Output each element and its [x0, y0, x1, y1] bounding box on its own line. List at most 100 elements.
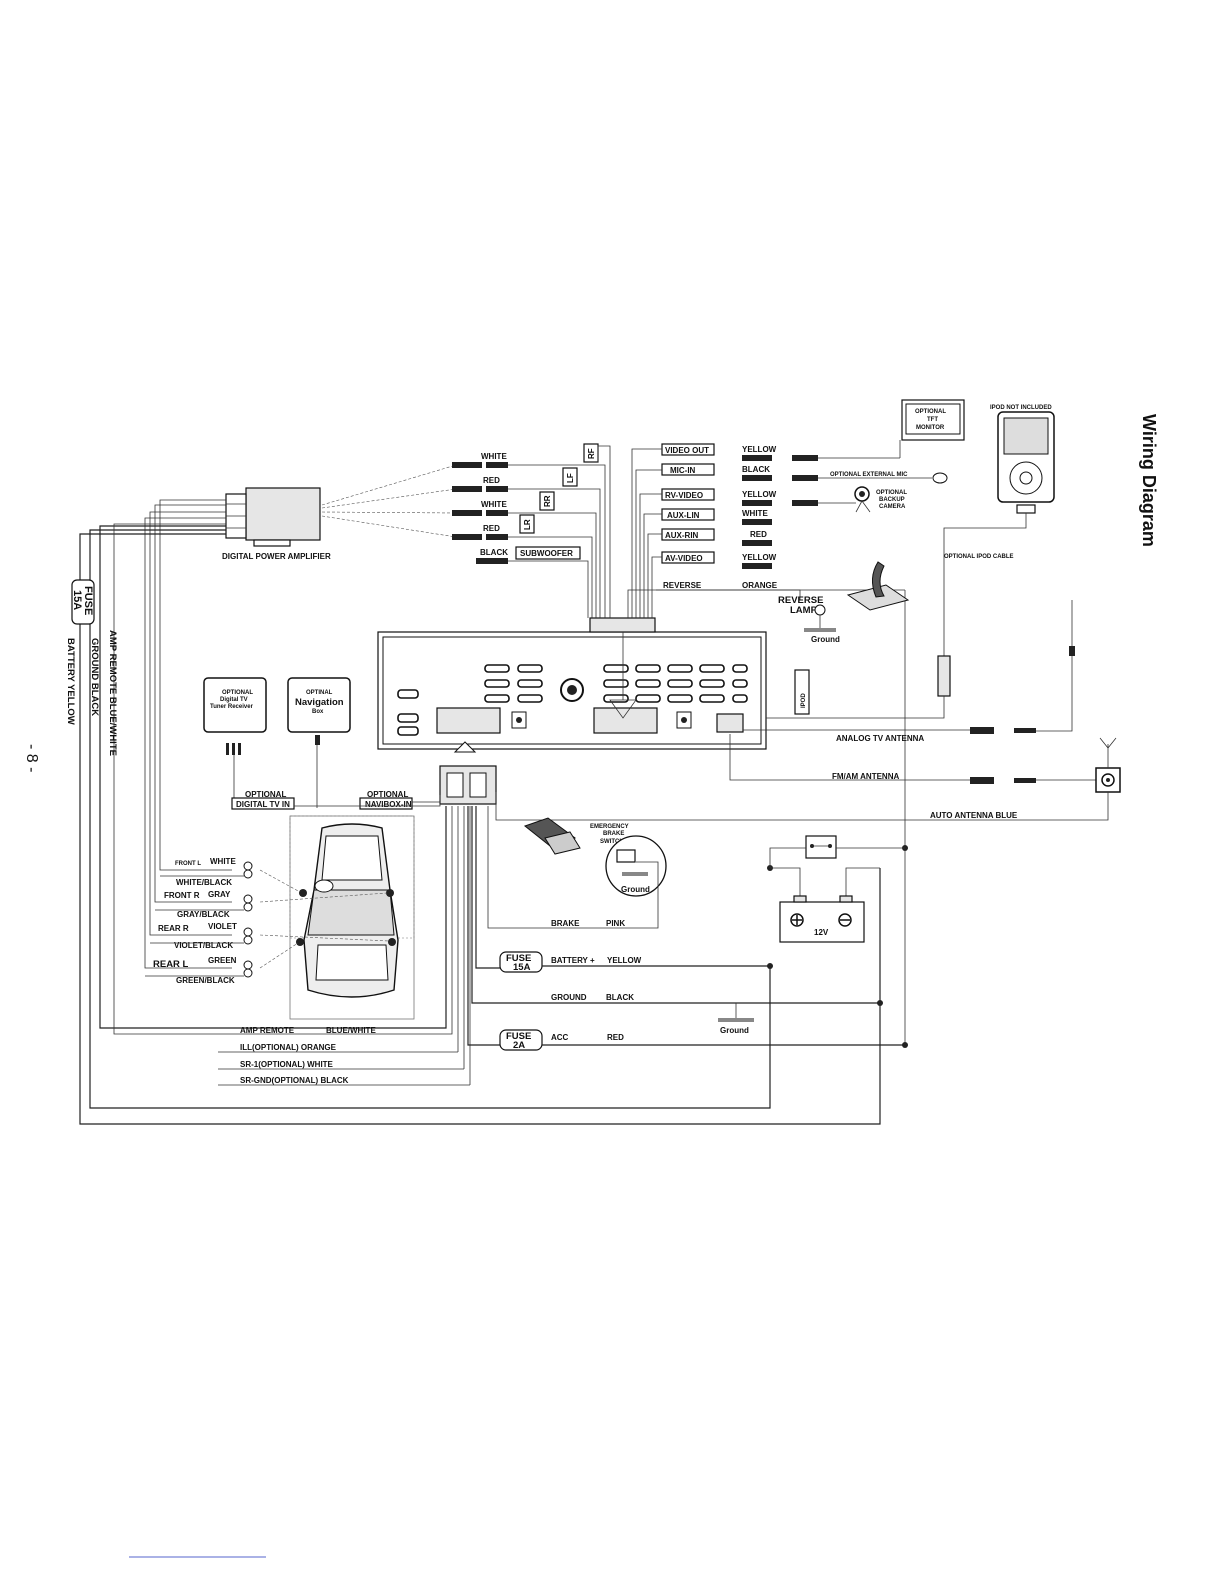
ground-wire-label: GROUND [551, 993, 587, 1002]
digital-tv-in-label: OPTIONAL [245, 790, 286, 799]
backup-camera: OPTIONAL BACKUP CAMERA [854, 486, 907, 513]
brake-wire-color: PINK [606, 919, 625, 928]
speaker-channel: FRONT R [164, 891, 200, 900]
emergency-brake: EMERGENCY BRAKE SWITCH Ground BRAKE PINK [487, 806, 667, 929]
ipod-port-label: IPOD [801, 693, 807, 708]
acc-fuse-label: 2A [513, 1040, 525, 1051]
av-ports: VIDEO OUT YELLOW MIC-IN BLACK RV-VIDEO Y… [627, 443, 932, 618]
digital-power-amplifier: DIGITAL POWER AMPLIFIER [222, 464, 457, 561]
page-title: Wiring Diagram [1139, 414, 1159, 547]
vent-slots [397, 664, 748, 736]
rca-plug [476, 558, 508, 564]
av-port-color: BLACK [742, 465, 770, 474]
speaker-channel: REAR R [158, 924, 189, 933]
reverse-wire: REVERSE ORANGE REVERSE LAMP Ground [656, 561, 910, 1045]
speaker-minus: VIOLET/BLACK [174, 941, 233, 950]
power-connector-block [439, 765, 497, 805]
reverse-color: ORANGE [742, 581, 778, 590]
misc-wire-label: ILL(OPTIONAL) ORANGE [240, 1043, 337, 1052]
backup-camera-label: CAMERA [879, 504, 906, 510]
tft-monitor-label: OPTIONAL [915, 409, 946, 415]
brake-switch-label: BRAKE [603, 831, 624, 837]
power-wires: FUSE 15A BATTERY + YELLOW GROUND BLACK G… [467, 806, 908, 1051]
speaker-minus: GRAY/BLACK [177, 910, 230, 919]
speaker-plus: GRAY [208, 890, 231, 899]
av-port-label: RV-VIDEO [665, 491, 703, 500]
acc-wire-color: RED [607, 1033, 624, 1042]
left-bus-wire-label: AMP REMOTE BLUE/WHITE [107, 630, 118, 756]
speaker-plus: VIOLET [208, 922, 237, 931]
brake-switch-label: EMERGENCY [590, 824, 629, 830]
ground-bottom-label: Ground [720, 1026, 749, 1035]
rca-outputs: WHITE RED WHITE RED BLACK SUBWOOFER RF L… [452, 443, 611, 618]
reverse-ground: Ground [811, 635, 840, 644]
amp-remote-color: BLUE/WHITE [326, 1026, 376, 1035]
rca-color: RED [483, 524, 500, 533]
rca-plug [452, 486, 508, 492]
subwoofer-tag: SUBWOOFER [520, 549, 573, 558]
digital-tv-box-label: Tuner Receiver [210, 704, 254, 710]
backup-camera-label: OPTIONAL [876, 490, 907, 496]
navibox-in-label: OPTIONAL [367, 790, 408, 799]
speaker-wires: FRONT L WHITE WHITE/BLACK FRONT R GRAY G… [145, 857, 253, 985]
analog-tv-antenna-label: ANALOG TV ANTENNA [836, 734, 924, 743]
navigation-box-label: OPTINAL [306, 690, 333, 696]
digital-tv-box-label: Digital TV [220, 697, 248, 703]
ipod-not-included: IPOD NOT INCLUDED [990, 405, 1052, 411]
optional-external-mic: OPTIONAL EXTERNAL MIC [830, 472, 908, 478]
rca-tag: LR [523, 519, 532, 530]
speaker-channel: REAR L [153, 959, 189, 970]
av-port-label: MIC-IN [670, 466, 696, 475]
misc-wire-label: SR-1(OPTIONAL) WHITE [240, 1060, 334, 1069]
misc-wire-label: SR-GND(OPTIONAL) BLACK [240, 1076, 349, 1085]
brake-switch-label: SWITCH [600, 839, 624, 845]
bottom-bus-wires: AMP REMOTE BLUE/WHITE ILL(OPTIONAL) ORAN… [218, 806, 471, 1086]
amp-remote-label: AMP REMOTE [240, 1026, 295, 1035]
ipod-device: IPOD NOT INCLUDED OPTIONAL IPOD CABLE [766, 405, 1055, 719]
battery-fuse-label: FUSE [506, 953, 531, 964]
car-speakers-illustration [259, 815, 415, 1020]
battery-fuse-label: 15A [513, 962, 531, 973]
reverse-lamp-label: REVERSE [778, 595, 823, 606]
rca-tag: LF [566, 473, 575, 483]
brake-wire-label: BRAKE [551, 919, 580, 928]
rca-color: RED [483, 476, 500, 485]
acc-wire-label: ACC [551, 1033, 569, 1042]
left-power-bus: FUSE 15A BATTERY YELLOW GROUND BLACK AMP… [65, 499, 881, 1125]
left-bus-wire-label: GROUND BLACK [89, 638, 100, 716]
rca-plug [452, 462, 508, 468]
av-port-color: YELLOW [742, 490, 777, 499]
speaker-channel: FRONT L [175, 861, 201, 867]
battery-label: 12V [814, 928, 829, 937]
ground-wire-color: BLACK [606, 993, 634, 1002]
fm-am-antenna-label: FM/AM ANTENNA [832, 772, 899, 781]
head-unit: IPOD [377, 617, 810, 753]
battery-wire-color: YELLOW [607, 956, 642, 965]
av-port-label: AV-VIDEO [665, 554, 703, 563]
ipod-cable-label: OPTIONAL IPOD CABLE [944, 554, 1014, 560]
av-port-color: YELLOW [742, 553, 777, 562]
rca-color: WHITE [481, 452, 507, 461]
tft-monitor-label: TFT [927, 417, 938, 423]
rca-plug [452, 534, 508, 540]
digital-tv-box-label: OPTIONAL [222, 690, 253, 696]
rca-tag: RF [587, 448, 596, 459]
navigation-box-label: Box [312, 709, 324, 715]
reverse-lamp-label: LAMP [790, 605, 818, 616]
speaker-plus: GREEN [208, 956, 237, 965]
digital-tv-tuner: OPTIONAL Digital TV Tuner Receiver [203, 677, 267, 798]
av-port-label: AUX-LIN [667, 511, 700, 520]
navibox-in-label: NAVIBOX-IN [365, 800, 412, 809]
amplifier-label: DIGITAL POWER AMPLIFIER [222, 552, 331, 561]
rca-color: WHITE [481, 500, 507, 509]
av-port-color: RED [750, 530, 767, 539]
tft-monitor: OPTIONAL TFT MONITOR [899, 399, 965, 458]
antenna-wires: ANALOG TV ANTENNA FM/AM ANTENNA AUTO ANT… [495, 600, 1121, 821]
backup-camera-label: BACKUP [879, 497, 905, 503]
battery: 12V [769, 835, 905, 943]
rca-color: BLACK [480, 548, 508, 557]
av-port-color: WHITE [742, 509, 768, 518]
av-port-label: VIDEO OUT [665, 446, 709, 455]
speaker-minus: WHITE/BLACK [176, 878, 232, 887]
rca-tag: RR [543, 495, 552, 507]
